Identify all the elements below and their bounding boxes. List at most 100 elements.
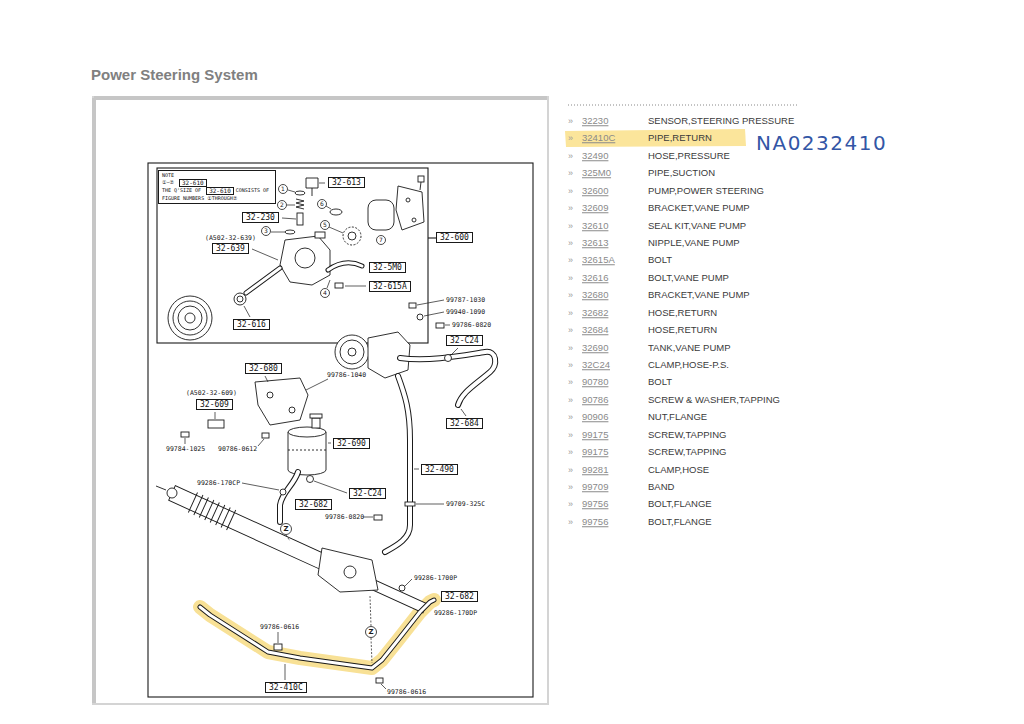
part-description: PIPE,RETURN bbox=[648, 134, 712, 144]
part-link: 90786 bbox=[582, 395, 608, 405]
leader-line bbox=[314, 481, 347, 493]
note-text: ①~⑦ bbox=[162, 179, 174, 185]
part-link: 32C24 bbox=[582, 360, 610, 370]
assembly bbox=[376, 678, 383, 683]
part-code: 99286-170DP bbox=[434, 610, 477, 617]
part-description: BRACKET,VANE PUMP bbox=[648, 203, 750, 213]
assembly bbox=[318, 548, 378, 592]
connection-mark: Z bbox=[283, 526, 288, 533]
exploded-pump bbox=[412, 218, 416, 222]
exploded-pump bbox=[343, 227, 361, 245]
exploded-pump bbox=[315, 232, 325, 238]
leader-line bbox=[278, 632, 279, 643]
part-number-box: 32-C24 bbox=[446, 335, 483, 346]
leader-line bbox=[244, 306, 250, 317]
connection-mark: Z bbox=[368, 629, 373, 636]
row-marker: » bbox=[568, 256, 573, 265]
exploded-pump bbox=[280, 236, 330, 285]
hose bbox=[280, 472, 298, 522]
part-description: BOLT,FLANGE bbox=[648, 517, 712, 527]
part-number: 32-616 bbox=[237, 320, 266, 329]
part-number-box: 32-230 bbox=[242, 212, 279, 223]
leader-line bbox=[417, 300, 444, 305]
highlighter-mark bbox=[565, 129, 746, 147]
row-marker: » bbox=[568, 204, 573, 213]
drawing-frame bbox=[157, 168, 428, 343]
assembly bbox=[169, 486, 333, 572]
part-number-box: 32-600 bbox=[436, 232, 473, 243]
part-number-box: 32-610 bbox=[206, 187, 234, 195]
part-link: 32684 bbox=[582, 325, 608, 335]
part-code: (A502-32-609) bbox=[186, 390, 237, 397]
clamp bbox=[399, 585, 405, 591]
callout-circle bbox=[281, 524, 292, 535]
highlighter-mark bbox=[200, 600, 434, 668]
leader-line bbox=[258, 439, 264, 446]
row-marker: » bbox=[568, 273, 573, 282]
assembly bbox=[335, 335, 369, 369]
exploded-pump bbox=[312, 188, 313, 196]
part-link: 32600 bbox=[582, 186, 608, 196]
note-text: THE Q'SIZE OF bbox=[162, 187, 201, 193]
part-description: BOLT bbox=[648, 378, 672, 388]
leader-line bbox=[306, 379, 328, 390]
part-code: 99787-1030 bbox=[446, 297, 485, 304]
part-code: 99784-1025 bbox=[166, 446, 205, 453]
callout-number: 5 bbox=[323, 222, 327, 228]
part-code: 99940-1090 bbox=[446, 309, 485, 316]
leader-line bbox=[185, 438, 186, 444]
part-code: 99286-170CP bbox=[197, 480, 240, 487]
part-description: SCREW & WASHER,TAPPING bbox=[648, 395, 780, 405]
exploded-pump bbox=[418, 176, 424, 182]
part-number: 32-684 bbox=[450, 419, 479, 428]
exploded-pump bbox=[173, 301, 207, 335]
part-number-box: 32-609 bbox=[196, 399, 233, 410]
part-number-box: 32-680 bbox=[245, 363, 282, 374]
part-description: CLAMP,HOSE bbox=[648, 465, 709, 475]
part-description: SEAL KIT,VANE PUMP bbox=[648, 221, 746, 231]
panel bbox=[94, 98, 547, 703]
part-number-box: 32-684 bbox=[446, 418, 483, 429]
part-link: 325M0 bbox=[582, 169, 611, 179]
part-description: SCREW,TAPPING bbox=[648, 447, 726, 457]
row-marker: » bbox=[568, 361, 573, 370]
exploded-pump bbox=[296, 199, 304, 209]
part-number-box: 32-490 bbox=[421, 464, 458, 475]
part-code: 99786-0616 bbox=[260, 624, 299, 631]
node-slot: 32-610 bbox=[204, 187, 236, 193]
leader-line bbox=[405, 579, 412, 586]
part-link: 32613 bbox=[582, 238, 608, 248]
part-description: HOSE,RETURN bbox=[648, 325, 717, 335]
leader-line bbox=[271, 232, 285, 233]
leader-line bbox=[370, 596, 371, 626]
callout-circle bbox=[377, 236, 386, 245]
exploded-pump bbox=[185, 313, 195, 323]
part-description: PIPE,SUCTION bbox=[648, 169, 715, 179]
assembly bbox=[409, 303, 416, 308]
part-number: 32-680 bbox=[249, 364, 278, 373]
part-link: 32230 bbox=[582, 116, 608, 126]
assembly bbox=[288, 432, 326, 475]
note-text: CONSISTS OF bbox=[236, 187, 269, 193]
row-marker: » bbox=[568, 430, 573, 439]
part-number: 32-C24 bbox=[353, 489, 382, 498]
exploded-pump bbox=[178, 306, 202, 330]
callout-number: 1 bbox=[281, 186, 285, 192]
exploded-pump bbox=[295, 191, 305, 195]
part-code: (A502-32-639) bbox=[205, 235, 256, 242]
part-link: 99709 bbox=[582, 482, 608, 492]
clamp bbox=[274, 644, 282, 650]
row-marker: » bbox=[568, 395, 573, 404]
assembly bbox=[368, 332, 410, 378]
part-link: 99175 bbox=[582, 430, 608, 440]
leader-line bbox=[287, 205, 295, 206]
drawing-frame bbox=[148, 163, 533, 697]
part-number: 32-615A bbox=[373, 282, 407, 291]
callout-circle bbox=[321, 221, 330, 230]
part-description: HOSE,PRESSURE bbox=[648, 151, 730, 161]
row-marker: » bbox=[568, 326, 573, 335]
assembly bbox=[156, 486, 166, 490]
part-link: 99281 bbox=[582, 465, 608, 475]
row-marker: » bbox=[568, 169, 573, 178]
